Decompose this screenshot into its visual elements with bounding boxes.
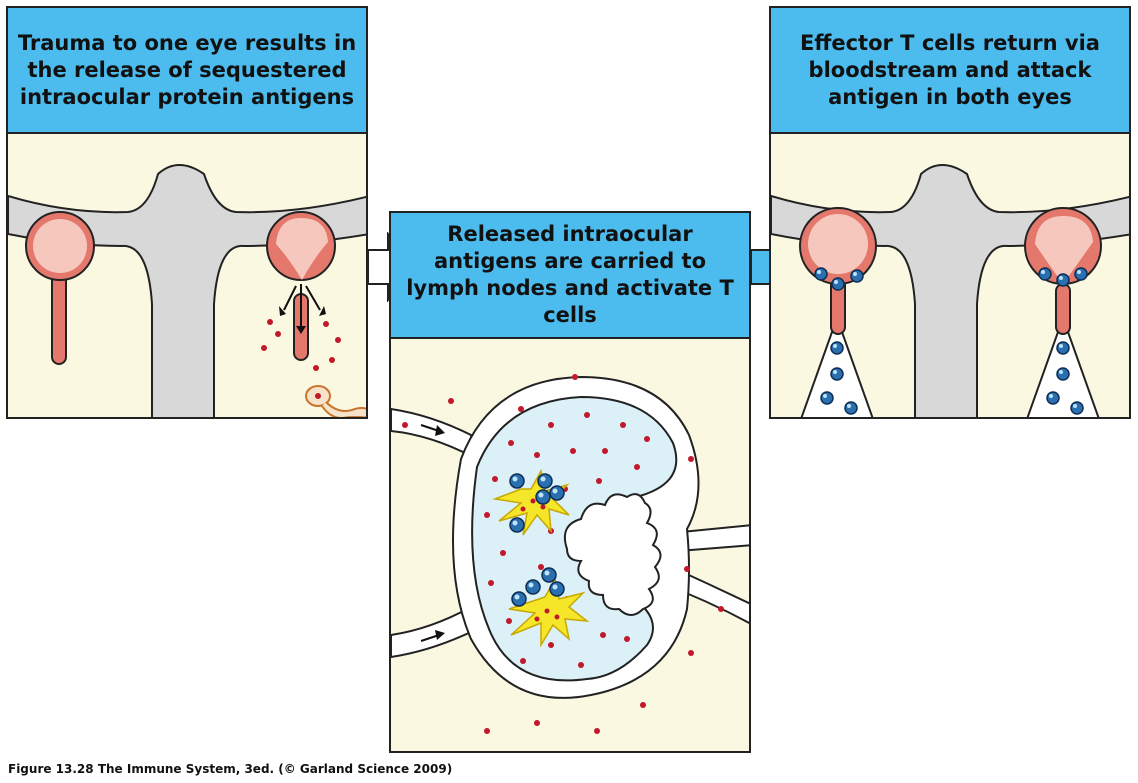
attacked-eye-right <box>1024 207 1102 417</box>
panel-trauma-title: Trauma to one eye results in the release… <box>8 8 366 134</box>
panel-lymph-node: Released intraocular antigens are carrie… <box>389 211 751 753</box>
figure-caption: Figure 13.28 The Immune System, 3ed. (© … <box>8 762 453 776</box>
medullary-sinus <box>563 493 662 616</box>
lymph-node-illustration <box>391 374 749 734</box>
panel-effector-attack-title: Effector T cells return via bloodstream … <box>771 8 1129 134</box>
t-cells-cluster-2 <box>511 567 565 607</box>
antigens-in-node <box>402 374 724 734</box>
traumatized-eye <box>266 211 336 361</box>
attacked-eye-left <box>799 207 877 417</box>
trauma-illustration <box>8 164 366 417</box>
panel-trauma: Trauma to one eye results in the release… <box>6 6 368 419</box>
t-cells-cluster-1 <box>509 473 565 533</box>
panel-lymph-node-title: Released intraocular antigens are carrie… <box>391 213 749 339</box>
effector-illustration <box>771 164 1129 417</box>
panel-effector-attack: Effector T cells return via bloodstream … <box>769 6 1131 419</box>
intact-eye <box>25 211 95 365</box>
dendritic-cell-in-tissue <box>305 385 366 417</box>
